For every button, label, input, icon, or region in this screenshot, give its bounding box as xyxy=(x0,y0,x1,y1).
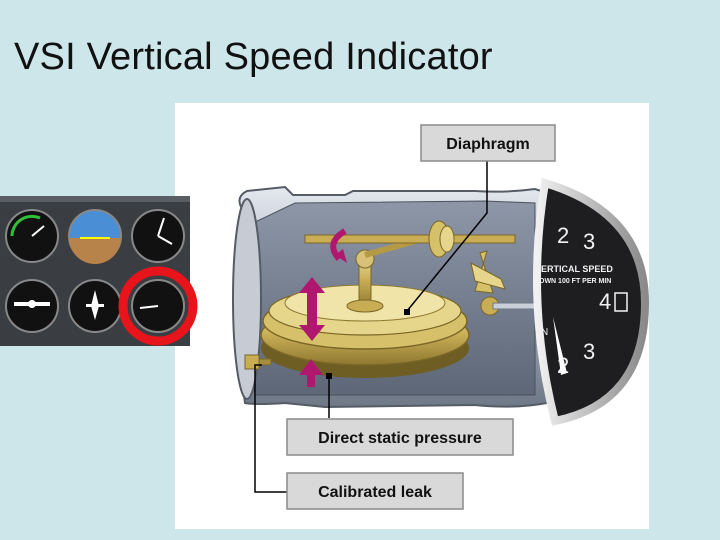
dial-caption-vertical-speed: ERTICAL SPEED xyxy=(541,264,613,274)
label-diaphragm: Diaphragm xyxy=(421,125,555,161)
vsi-gauge-highlighted xyxy=(123,271,193,341)
altimeter-gauge xyxy=(132,210,184,262)
label-diaphragm-text: Diaphragm xyxy=(446,136,530,153)
dial-numeral-2-top: 2 xyxy=(557,223,569,248)
diagram-panel: 2 3 ERTICAL SPEED OWN 100 FT PER MIN 4 3… xyxy=(175,103,649,529)
label-direct-static-pressure-text: Direct static pressure xyxy=(318,430,482,447)
attitude-indicator xyxy=(69,210,121,264)
turn-coordinator-gauge xyxy=(6,280,58,332)
static-callout-dot xyxy=(326,373,332,379)
instrument-panel-photo xyxy=(0,196,190,346)
dial-numeral-3-top: 3 xyxy=(583,229,595,254)
six-pack-panel xyxy=(0,196,200,350)
label-calibrated-leak-text: Calibrated leak xyxy=(318,484,432,501)
airspeed-gauge xyxy=(6,210,58,262)
vsi-dial-face: 2 3 ERTICAL SPEED OWN 100 FT PER MIN 4 3… xyxy=(537,183,645,421)
diaphragm-callout-dot xyxy=(404,309,410,315)
dial-side-mark: N xyxy=(541,327,548,338)
dial-caption-units: OWN 100 FT PER MIN xyxy=(539,278,611,285)
label-calibrated-leak: Calibrated leak xyxy=(287,473,463,509)
vsi-cutaway-diagram: 2 3 ERTICAL SPEED OWN 100 FT PER MIN 4 3… xyxy=(175,103,649,529)
heading-indicator xyxy=(69,280,121,332)
slide-title: VSI Vertical Speed Indicator xyxy=(14,36,493,79)
dial-numeral-3-bottom: 3 xyxy=(583,339,595,364)
label-direct-static-pressure: Direct static pressure xyxy=(287,419,513,455)
dial-numeral-4: 4 xyxy=(599,289,611,314)
